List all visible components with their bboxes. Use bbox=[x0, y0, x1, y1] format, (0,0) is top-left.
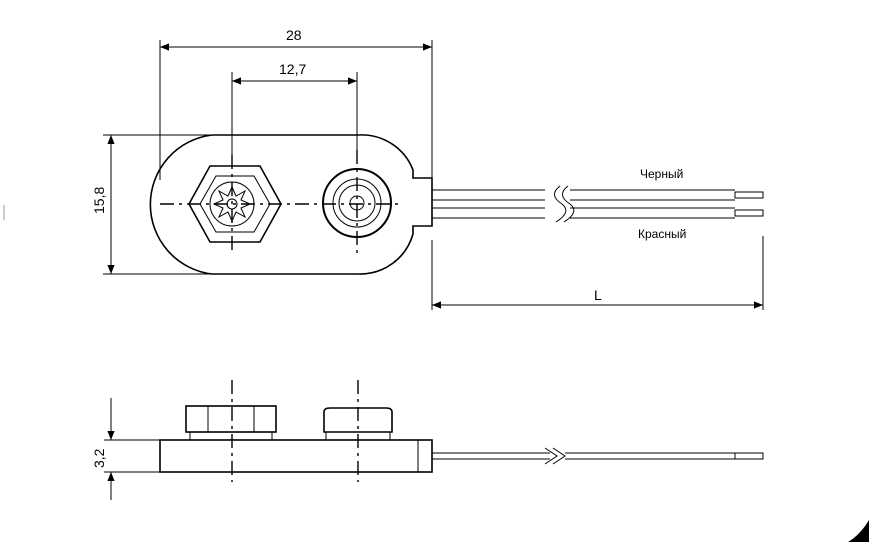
dimension-total-length-value: 28 bbox=[286, 27, 302, 43]
wire-leads bbox=[432, 185, 764, 223]
side-view: 3,2 bbox=[91, 380, 764, 500]
hex-stud-side bbox=[185, 405, 277, 441]
connector-body-outline bbox=[149, 134, 433, 275]
dimension-thickness-value: 3,2 bbox=[91, 448, 107, 468]
base-plate bbox=[159, 439, 433, 473]
red-wire-label: Красный bbox=[638, 227, 686, 241]
dimension-wire-length-value: L bbox=[594, 287, 602, 303]
dimension-hole-spacing-value: 12,7 bbox=[279, 61, 306, 77]
corner-mark bbox=[848, 520, 869, 542]
black-wire-label: Черный bbox=[640, 167, 683, 181]
side-wire bbox=[432, 447, 764, 465]
dimension-height: 15,8 bbox=[91, 134, 212, 275]
top-view: Черный Красный 28 12,7 15,8 L bbox=[91, 27, 764, 310]
dimension-wire-length: L bbox=[431, 236, 764, 310]
dimension-thickness: 3,2 bbox=[91, 398, 160, 500]
dimension-total-length: 28 bbox=[159, 27, 433, 180]
dimension-height-value: 15,8 bbox=[91, 187, 107, 214]
dimension-hole-spacing: 12,7 bbox=[231, 61, 358, 160]
